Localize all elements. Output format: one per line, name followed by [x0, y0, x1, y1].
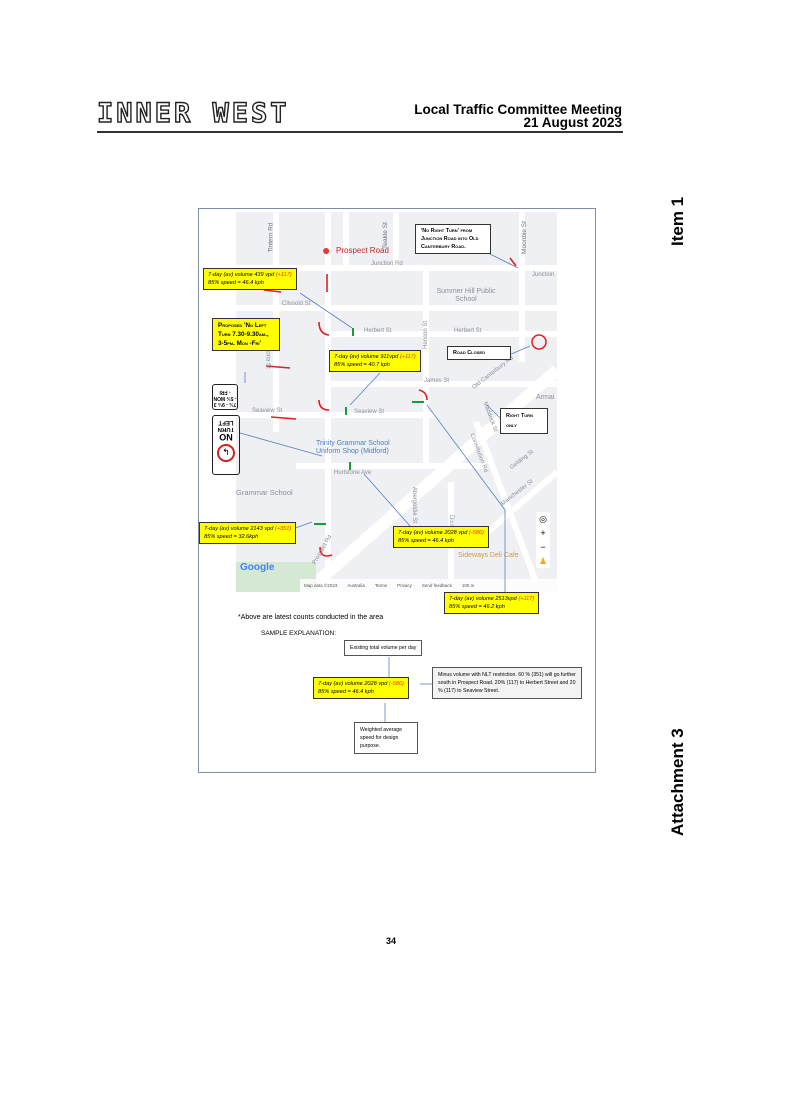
callout-prospect-south: 7-day (av) volume 2143 vpd (+351) 85% sp… — [199, 522, 297, 544]
street-label: Junction — [532, 272, 555, 278]
poi-grammar-school[interactable]: Grammar School — [236, 488, 293, 497]
street-label: Abergeldie St — [411, 486, 418, 524]
poi-summer-hill-public-school[interactable]: Summer Hill Public School — [436, 288, 496, 303]
place-label: Prospect Road — [336, 246, 389, 255]
street-label: Seaview St — [354, 409, 385, 415]
street-label: Junction Rd — [371, 261, 403, 267]
street-label: Herbert St — [454, 328, 482, 334]
street-label: James St — [424, 378, 450, 384]
sign-text: NO — [219, 432, 233, 442]
volume-delta: (+117) — [518, 596, 535, 602]
callout-herbert: 7-day (av) volume 911vpd (+117) 85% spee… — [329, 350, 421, 372]
privacy-link[interactable]: Privacy — [397, 583, 412, 588]
callout-old-canterbury: 7-day (av) volume 2513vpd (+117) 85% spe… — [444, 592, 540, 614]
my-location-icon[interactable]: ◎ — [539, 514, 547, 524]
map-data-credit: Map data ©2023 — [304, 583, 338, 588]
meeting-title: Local Traffic Committee Meeting — [414, 102, 622, 117]
weighted-speed-box: Weighted average speed for design purpos… — [354, 722, 418, 754]
item-label: Item 1 — [668, 196, 687, 246]
location-pin-icon[interactable]: ● — [322, 242, 331, 258]
street-label: Hurlstone Ave — [334, 470, 372, 476]
map-footer: Map data ©2023 Australia Terms Privacy S… — [300, 579, 557, 592]
volume-text: 7-day (av) volume 439 vpd — [208, 272, 276, 278]
volume-text: 7-day (av) volume 2028 vpd — [318, 681, 389, 687]
meeting-header: Local Traffic Committee Meeting 21 Augus… — [414, 102, 622, 130]
google-logo: Google — [240, 562, 275, 573]
road-closed-box: Road Closed — [447, 346, 511, 360]
sign-text: TURN — [217, 426, 235, 432]
volume-delta: (+117) — [275, 272, 292, 278]
send-feedback-link[interactable]: Send feedback — [421, 583, 452, 588]
callout-hurlstone: 7-day (av) volume 2028 vpd (-586) 85% sp… — [393, 526, 489, 548]
poi-armai[interactable]: Armai — [536, 394, 555, 401]
existing-volume-box: Existing total volume per day — [344, 640, 423, 656]
volume-text: 7-day (av) volume 2143 vpd — [204, 526, 275, 532]
speed-text: 85% speed = 32.6kph — [204, 534, 259, 540]
attachment-label: Attachment 3 — [668, 728, 687, 836]
no-right-turn-box: 'No Right Turn' from Junction Road into … — [415, 224, 491, 254]
region-link[interactable]: Australia — [347, 583, 365, 588]
speed-text: 85% speed = 46.2 kph — [449, 604, 505, 610]
speed-text: 85% speed = 40.7 kph — [334, 362, 390, 368]
nlt-restriction-box: Minus volume with NLT restriction. 60 % … — [432, 667, 582, 699]
street-label: Henson St — [423, 320, 430, 350]
zoom-out-button[interactable]: − — [540, 542, 546, 552]
volume-delta: (+351) — [274, 526, 292, 532]
volume-text: 7-day (av) volume 2028 vpd — [398, 530, 469, 536]
callout-prospect-north: 7-day (av) volume 439 vpd (+117) 85% spe… — [203, 268, 297, 290]
header-rule — [97, 131, 623, 133]
street-label: Tintern Rd — [267, 222, 275, 253]
street-label: Herbert St — [364, 328, 392, 334]
speed-text: 85% speed = 46.4 kph — [398, 538, 454, 544]
street-label: Seaview St — [252, 408, 283, 414]
street-label: Teakle St — [381, 222, 389, 249]
speed-text: 85% speed = 46.4 kph — [208, 280, 264, 286]
meeting-date: 21 August 2023 — [523, 115, 622, 130]
sample-callout: 7-day (av) volume 2028 vpd (-586) 85% sp… — [313, 677, 409, 699]
sign-text: LEFT — [218, 419, 234, 425]
volume-delta: (+117) — [399, 354, 416, 360]
no-left-turn-sign: TURN LEFT NO ↰ — [212, 415, 240, 475]
time-plate-sign: 7½ - 9½ 3 - 5½ MON - FRI — [212, 384, 238, 410]
volume-delta: (-586) — [468, 530, 484, 536]
figure-frame — [198, 208, 596, 773]
terms-link[interactable]: Terms — [374, 583, 388, 588]
speed-text: 85% speed = 46.4 kph — [318, 689, 374, 695]
volume-delta: (-586) — [388, 681, 404, 687]
street-view-pegman-icon[interactable]: ♟ — [538, 556, 548, 566]
street-label: Clissold St — [282, 301, 311, 307]
no-left-turn-icon: ↰ — [217, 444, 235, 462]
right-turn-only-box: Right Turn only — [500, 408, 548, 434]
volume-text: 7-day (av) volume 2513vpd — [449, 596, 519, 602]
map-controls: ◎ + − ♟ — [536, 512, 550, 568]
volume-text: 7-day (av) volume 911vpd — [334, 354, 400, 360]
inner-west-logo: INNER WEST — [96, 97, 290, 129]
footnote: *Above are latest counts conducted in th… — [238, 614, 384, 621]
scale-bar: 100 m — [461, 583, 475, 588]
zoom-in-button[interactable]: + — [540, 528, 546, 538]
poi-trinity-grammar-uniform-shop[interactable]: Trinity Grammar School Uniform Shop (Mid… — [316, 440, 390, 455]
sample-title: SAMPLE EXPLANATION: — [261, 630, 337, 637]
street-label: Moonbie St — [520, 221, 528, 254]
page-number: 34 — [386, 936, 397, 946]
poi-sideways-deli-cafe[interactable]: Sideways Deli Cafe — [458, 552, 519, 559]
proposed-no-left-turn-box: Proposed 'No Left Turn 7.30-9.30am., 3-5… — [212, 318, 280, 351]
